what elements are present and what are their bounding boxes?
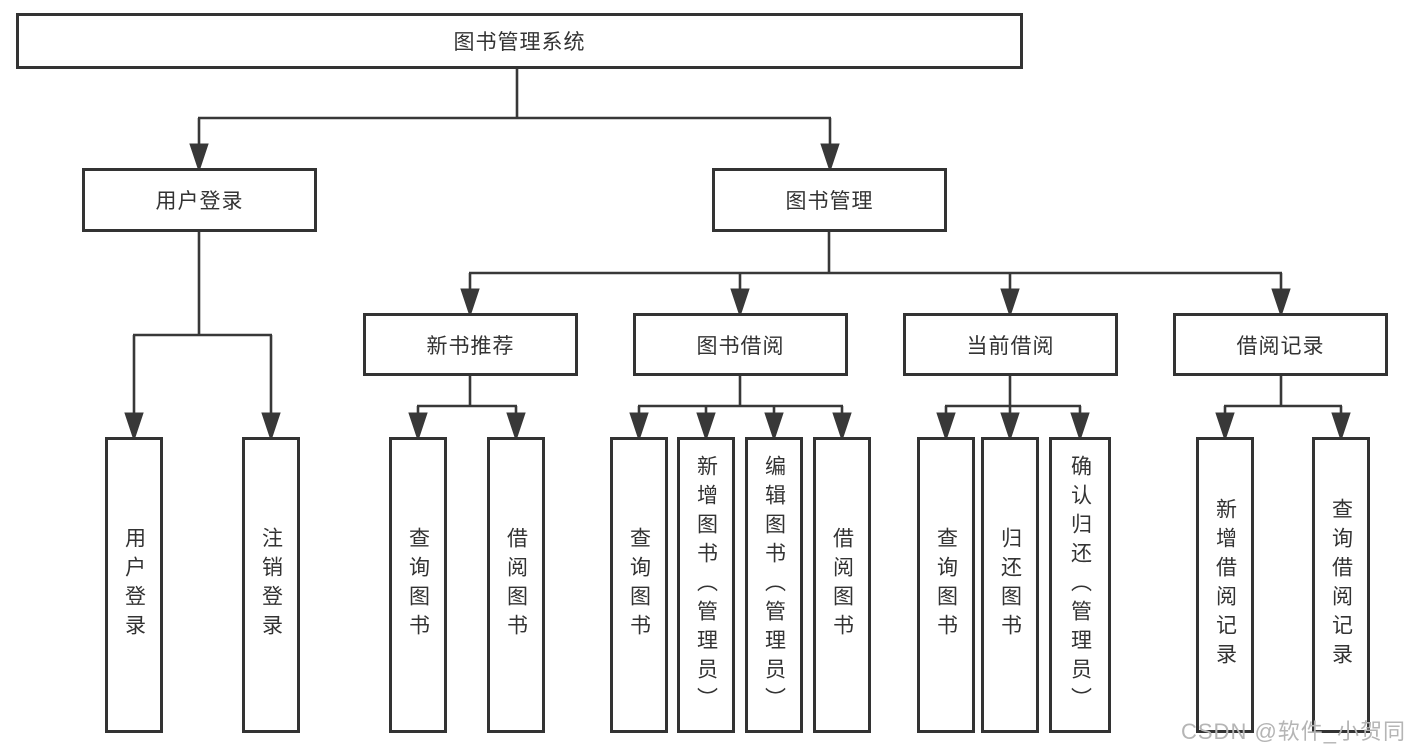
node-label: 图书借阅	[696, 334, 785, 358]
node-current-borrowing: 当前借阅	[903, 313, 1118, 376]
leaf-add-borrow-record: 新增借阅记录	[1196, 437, 1254, 733]
csdn-watermark: CSDN @软件_小贺同学	[1181, 719, 1405, 744]
node-label: 图书管理	[785, 190, 874, 213]
leaf-query-books-current: 查询图书	[917, 437, 975, 733]
leaf-logout: 注销登录	[242, 437, 300, 733]
leaf-borrow-books-recommend: 借阅图书	[487, 437, 545, 733]
leaf-user-login: 用户登录	[105, 437, 163, 733]
node-user-login-group: 用户登录	[82, 168, 317, 232]
node-label: 用户登录	[155, 190, 244, 213]
node-label: 借阅图书	[504, 527, 528, 643]
node-library-management-system: 图书管理系统	[16, 13, 1023, 69]
leaf-return-books: 归还图书	[981, 437, 1039, 733]
node-label: 当前借阅	[966, 334, 1055, 358]
node-new-book-recommendation: 新书推荐	[363, 313, 578, 376]
leaf-query-borrow-record: 查询借阅记录	[1312, 437, 1370, 733]
node-label: 借阅图书	[830, 527, 854, 643]
node-label: 新增借阅记录	[1213, 498, 1237, 672]
node-label: 查询图书	[934, 527, 958, 643]
leaf-edit-books-admin: 编辑图书（管理员）	[745, 437, 803, 733]
node-label: 用户登录	[122, 527, 146, 643]
node-label: 新增图书（管理员）	[694, 454, 718, 716]
leaf-query-books-recommend: 查询图书	[389, 437, 447, 733]
leaf-add-books-admin: 新增图书（管理员）	[677, 437, 735, 733]
leaf-query-books-borrow: 查询图书	[610, 437, 668, 733]
node-label: 查询图书	[627, 527, 651, 643]
node-label: 查询借阅记录	[1329, 498, 1353, 672]
node-label: 图书管理系统	[453, 31, 586, 54]
node-label: 注销登录	[259, 527, 283, 643]
node-book-borrowing: 图书借阅	[633, 313, 848, 376]
leaf-confirm-return-admin: 确认归还（管理员）	[1049, 437, 1111, 733]
node-label: 确认归还（管理员）	[1068, 454, 1092, 716]
node-book-management: 图书管理	[712, 168, 947, 232]
node-label: 编辑图书（管理员）	[762, 454, 786, 716]
node-borrowing-records: 借阅记录	[1173, 313, 1388, 376]
node-label: 借阅记录	[1236, 334, 1325, 358]
node-label: 归还图书	[998, 527, 1022, 643]
leaf-borrow-books: 借阅图书	[813, 437, 871, 733]
node-label: 新书推荐	[426, 334, 515, 358]
node-label: 查询图书	[406, 527, 430, 643]
